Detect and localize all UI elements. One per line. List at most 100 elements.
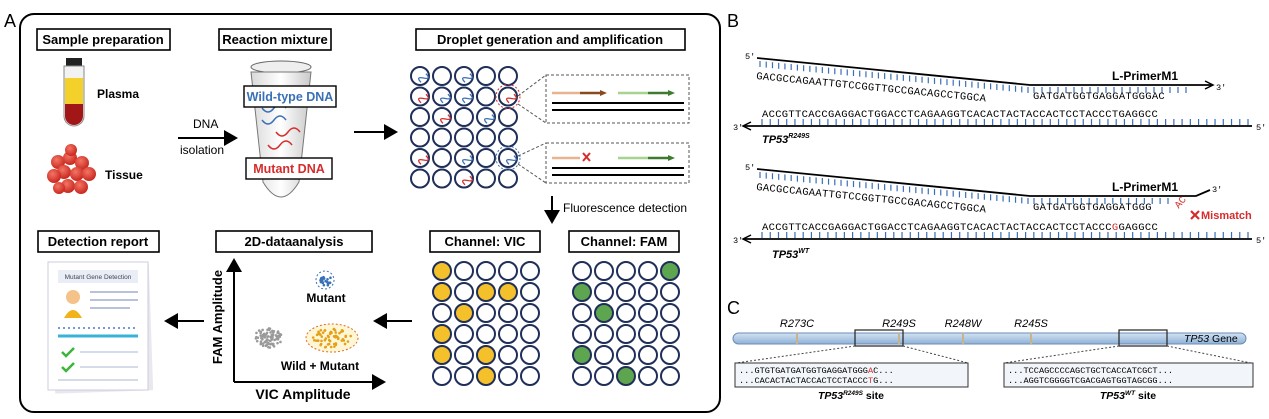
channel-fam-box (568, 230, 680, 253)
scatter-point (255, 331, 258, 335)
wild-type-dna-label: Wild-type DNA (247, 90, 334, 104)
negative-droplet (638, 366, 658, 386)
highlight-ring (495, 145, 521, 171)
droplet (498, 148, 518, 168)
site-r273c: R273C (780, 318, 814, 330)
scatter-point (261, 342, 265, 345)
mutant-dna-icon (440, 114, 451, 124)
site-r248w: R248W (945, 318, 983, 330)
positive-droplet (498, 282, 518, 302)
droplet (454, 86, 474, 107)
scatter-point (271, 331, 275, 334)
scatter-point (324, 337, 328, 340)
wild-type-dna-box (243, 85, 337, 108)
droplet (498, 168, 518, 189)
wt-sequence-box (1003, 362, 1254, 388)
scatter-point (333, 345, 336, 348)
droplet (410, 86, 430, 107)
tp53-gene-bar (732, 332, 1247, 345)
scatter-point (326, 277, 329, 281)
mutant-dna-icon (418, 155, 429, 165)
mutant-dna-icon (462, 175, 473, 186)
droplet (476, 86, 496, 107)
negative-droplet (520, 303, 540, 323)
scatter-point (259, 334, 262, 337)
r249s-seq-bottom: ...CACACTACTACCACTCCTACCCTG... (739, 376, 894, 386)
droplet (498, 66, 518, 86)
scatter-point (335, 335, 339, 339)
scatter-point (261, 344, 265, 348)
scatter-point (259, 340, 263, 343)
r249s-seq-top: ...GTGTGATGATGGTGAGGATGGGAC... (739, 366, 894, 376)
scatter-point (311, 336, 315, 339)
scatter-point (342, 339, 346, 342)
negative-droplet (498, 345, 518, 365)
report-title: Mutant Gene Detection (65, 274, 132, 281)
scatter-point (320, 339, 323, 343)
scatter-point (324, 279, 327, 283)
r249s-primer-pair: 5' GACGCCAGAATTGTCCGGTTGCCGACAGCCTGGCA G… (733, 52, 1266, 146)
negative-cluster (254, 327, 283, 349)
droplet-generation-label: Droplet generation and amplification (437, 32, 663, 47)
mismatch-cross-icon (1190, 210, 1200, 220)
channel-vic-box (429, 230, 541, 253)
positive-droplet (476, 282, 496, 302)
negative-droplet (594, 324, 614, 344)
negative-droplet (660, 303, 680, 323)
highlight-ring (495, 84, 521, 109)
primer1-sequence: GACGCCAGAATTGTCCGGTTGCCGACAGCCTGGCA (756, 71, 988, 106)
scatter-point (276, 337, 280, 340)
droplet (410, 127, 430, 148)
droplet (432, 107, 452, 127)
scatter-point (322, 275, 325, 279)
negative-droplet (498, 303, 518, 323)
wild-dna-icon (418, 73, 429, 83)
negative-droplet (616, 303, 636, 323)
droplet (476, 168, 496, 189)
negative-droplet (638, 324, 658, 344)
report-document-icon (47, 261, 154, 394)
scatter-point (267, 335, 270, 338)
scatter-point (267, 345, 270, 349)
primer2-tick-marks (759, 172, 1169, 204)
scatter-point (329, 345, 333, 349)
negative-droplet (520, 324, 540, 344)
scatter-point (279, 333, 283, 337)
scatter-point (266, 343, 269, 346)
scatter-point (329, 276, 332, 280)
scatter-point (276, 335, 279, 338)
scatter-point (257, 329, 261, 332)
scatter-axes (226, 258, 386, 390)
negative-droplet (594, 366, 614, 386)
wt-seq-bottom: ...AGGTCGGGGTCGACGAGTGGTAGCGG... (1008, 376, 1173, 386)
template2-3prime: 3' (733, 236, 743, 246)
scatter-point (259, 331, 262, 335)
negative-droplet (572, 324, 592, 344)
droplet (498, 107, 518, 127)
negative-droplet (572, 303, 592, 323)
droplet (454, 168, 474, 189)
positive-droplet (572, 345, 592, 365)
positive-droplet (432, 324, 452, 344)
negative-droplet (498, 366, 518, 386)
negative-droplet (476, 261, 496, 281)
negative-droplet (454, 324, 474, 344)
droplet (432, 66, 452, 86)
plasma-label: Plasma (97, 87, 139, 101)
wt-seq-top: ...TCCAGCCCCAGCTGCTCACCATCGCT... (1008, 366, 1173, 376)
primer2-name: L-PrimerM1 (1112, 180, 1178, 194)
scatter-point (326, 283, 330, 286)
wild-amplification-inset (545, 74, 690, 124)
wt-primer-pair: 5' GACGCCAGAATTGTCCGGTTGCCGACAGCCTGGCA G… (733, 163, 1266, 261)
wild-mutant-cluster (311, 327, 353, 349)
droplet (432, 168, 452, 189)
scatter-point (340, 329, 344, 332)
primer1-tick-marks (759, 61, 1187, 93)
droplet (410, 66, 430, 86)
reaction-mixture-label: Reaction mixture (222, 32, 327, 47)
droplet (432, 148, 452, 168)
template2-5prime: 5' (1256, 236, 1266, 246)
data-analysis-box (215, 230, 373, 253)
negative-droplet (454, 366, 474, 386)
scatter-point (266, 328, 269, 332)
